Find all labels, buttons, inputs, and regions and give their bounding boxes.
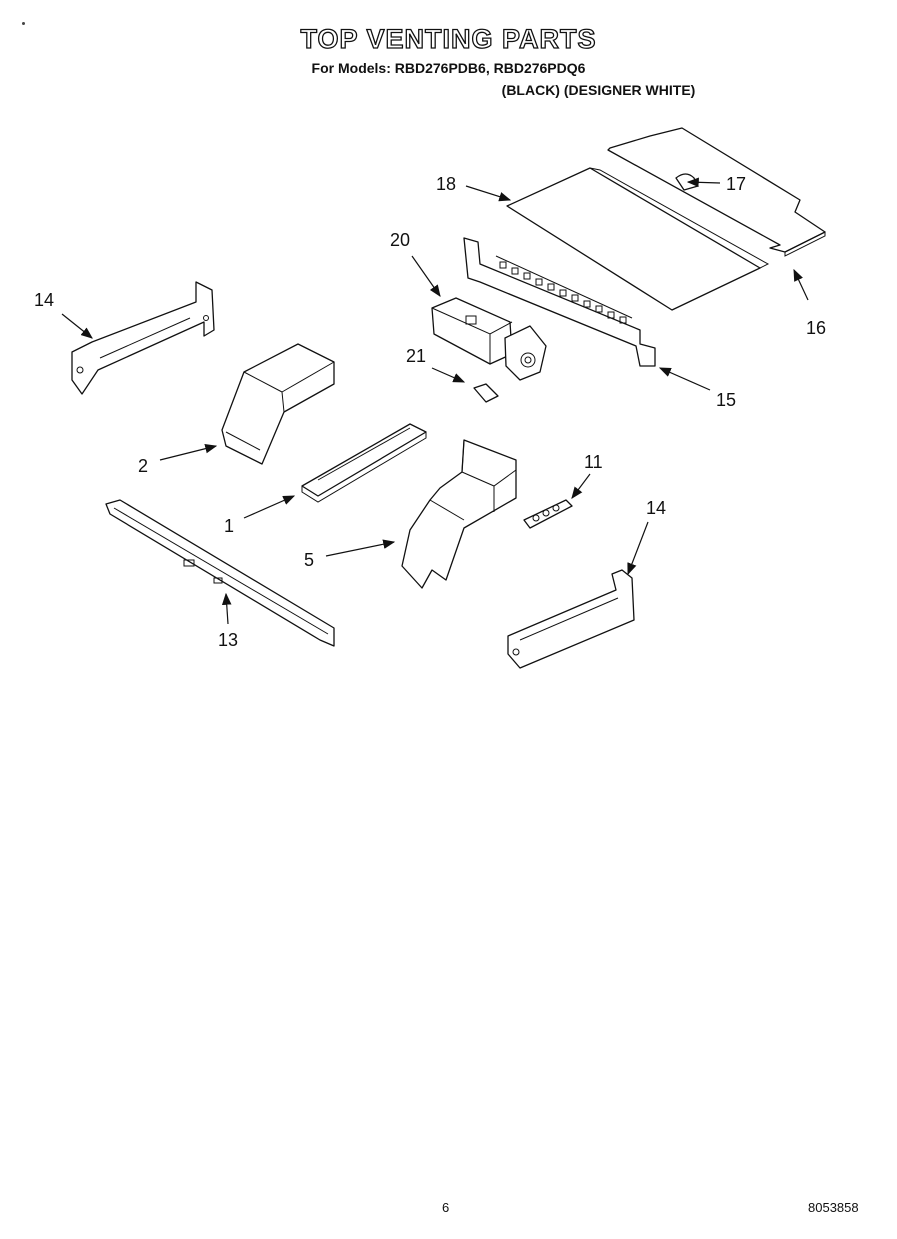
callout-17: 17 [726,174,746,194]
part-18-panel [506,167,770,311]
callout-5: 5 [304,550,314,570]
callout-labels: 18 17 20 16 14 15 21 2 1 11 14 5 13 [34,174,826,650]
finish-1: (BLACK) [501,82,560,98]
part-11-terminal-block [523,499,573,529]
part-15-bracket [463,237,656,367]
part-20-fan-assembly [431,297,547,381]
corner-mark [22,22,25,25]
page-number: 6 [442,1200,450,1215]
callout-15: 15 [716,390,736,410]
part-5-formed-duct [401,439,517,589]
model-number-1: RBD276PDB6, [394,60,490,76]
leader-lines [61,177,809,625]
part-1-channel [301,423,427,503]
callout-14-upper: 14 [34,290,54,310]
callout-20: 20 [390,230,410,250]
callout-13: 13 [218,630,238,650]
callout-1: 1 [224,516,234,536]
callout-14-lower: 14 [646,498,666,518]
callout-21: 21 [406,346,426,366]
part-13-rail [105,499,335,647]
finish-2: (DESIGNER WHITE) [563,82,696,98]
callout-18: 18 [436,174,456,194]
callout-16: 16 [806,318,826,338]
part-14-side-bracket-left [71,281,215,395]
callout-11: 11 [584,452,603,472]
part-16-top-panel [607,127,826,257]
finishes-line: (BLACK) (DESIGNER WHITE) [0,82,897,98]
page-title: TOP VENTING PARTS [300,23,597,54]
part-2-duct [221,343,335,465]
models-line: For Models: RBD276PDB6, RBD276PDQ6 [0,60,897,76]
model-number-2: RBD276PDQ6 [493,60,586,76]
part-14-side-bracket-right [507,569,635,669]
part-21-connector [473,383,499,403]
document-code: 8053858 [808,1200,859,1215]
callout-2: 2 [138,456,148,476]
models-prefix: For Models: [311,60,391,76]
